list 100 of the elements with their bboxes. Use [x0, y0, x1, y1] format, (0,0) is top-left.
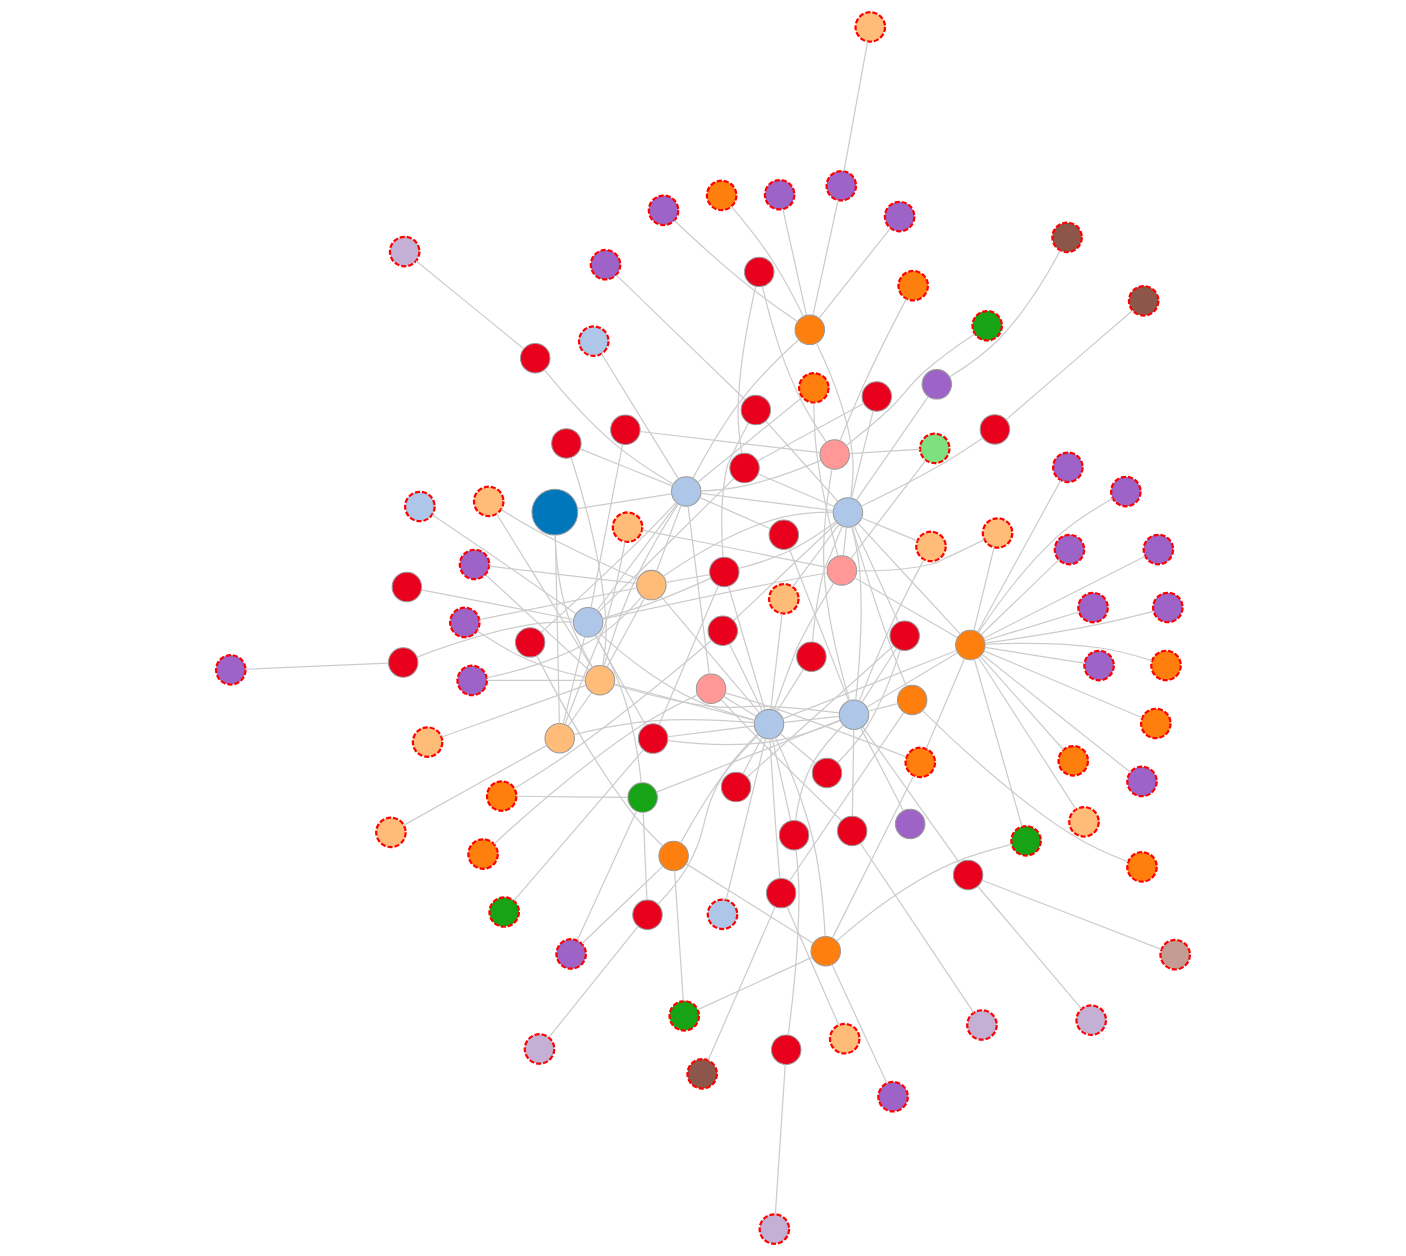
- node-circle: [1052, 451, 1084, 484]
- node-circle: [544, 723, 575, 754]
- connector: [720, 699, 843, 822]
- node-circle: [778, 819, 810, 851]
- connector: [843, 41, 869, 172]
- connector: [655, 719, 841, 793]
- node-circle: [627, 782, 658, 813]
- connector: [700, 459, 822, 492]
- connector: [848, 448, 921, 455]
- connector: [851, 526, 908, 687]
- connector: [590, 443, 624, 609]
- connector: [812, 199, 839, 316]
- node-circle: [1127, 285, 1160, 317]
- connector: [984, 610, 1154, 644]
- connector: [730, 206, 805, 318]
- connector: [416, 621, 574, 658]
- connector: [613, 683, 756, 721]
- connector: [742, 736, 763, 775]
- connector: [868, 703, 899, 712]
- connector: [845, 333, 976, 447]
- connector: [851, 526, 862, 701]
- connector: [979, 655, 1064, 751]
- connector: [697, 396, 803, 483]
- connector: [655, 504, 682, 572]
- node-circle: [1075, 1004, 1108, 1037]
- node-circle: [720, 771, 752, 803]
- connector: [788, 711, 905, 882]
- connector: [855, 396, 929, 501]
- connector: [770, 613, 783, 710]
- connector: [983, 555, 1146, 639]
- connector: [667, 720, 841, 746]
- node-circle: [832, 497, 864, 528]
- node-circle: [894, 808, 926, 840]
- node-circle: [387, 647, 419, 678]
- connector: [570, 456, 607, 667]
- node-circle: [668, 999, 701, 1032]
- connector: [776, 668, 805, 713]
- connector: [513, 639, 713, 790]
- connector: [674, 870, 684, 1002]
- connector: [594, 634, 647, 727]
- connector: [983, 611, 1080, 642]
- node-circle: [404, 490, 436, 523]
- node-circle: [796, 641, 827, 672]
- connector: [984, 646, 1085, 664]
- connector: [576, 810, 637, 941]
- connector: [485, 574, 590, 671]
- connector: [850, 410, 874, 499]
- connector: [403, 745, 548, 826]
- connector: [850, 459, 927, 560]
- connector: [513, 749, 645, 902]
- node-circle: [1142, 533, 1175, 566]
- connector: [495, 513, 593, 669]
- connector: [981, 879, 1162, 950]
- node-circle: [572, 607, 604, 638]
- connector: [581, 865, 664, 945]
- connector: [787, 849, 800, 1036]
- node-circle: [705, 179, 738, 212]
- node-circle: [485, 780, 518, 812]
- node-circle: [921, 369, 953, 400]
- node-circle: [971, 309, 1004, 342]
- connector: [478, 587, 638, 621]
- connector: [983, 650, 1143, 719]
- connector: [858, 559, 925, 702]
- connector: [831, 775, 915, 939]
- node-circle: [740, 394, 772, 426]
- node-circle: [763, 178, 796, 211]
- connector: [687, 505, 710, 675]
- node-circle: [1053, 533, 1086, 566]
- connector: [657, 733, 759, 905]
- connector: [977, 497, 1114, 633]
- connector: [639, 430, 821, 454]
- node-circle: [695, 673, 727, 704]
- node-circle: [861, 381, 892, 412]
- node-circle: [826, 555, 858, 586]
- connector: [786, 906, 840, 1026]
- node-circle: [1126, 851, 1158, 883]
- connector: [788, 547, 850, 702]
- node-circle: [767, 582, 800, 615]
- connector: [737, 285, 757, 454]
- connector: [415, 260, 525, 350]
- node-circle: [488, 896, 521, 928]
- connector: [837, 649, 901, 764]
- node-circle: [897, 269, 930, 302]
- node-circle: [729, 452, 760, 484]
- connector: [441, 684, 587, 738]
- node-circle: [915, 530, 947, 563]
- connector: [823, 468, 851, 702]
- connector: [601, 577, 712, 620]
- connector: [977, 657, 1077, 810]
- connector: [773, 582, 835, 711]
- connector: [866, 652, 959, 708]
- node-circle: [828, 1022, 861, 1055]
- node-circle: [610, 414, 641, 445]
- connector: [973, 658, 1023, 828]
- connector: [486, 596, 643, 679]
- node-circle: [1150, 649, 1182, 682]
- connector: [774, 1063, 786, 1215]
- node-circle: [467, 838, 499, 870]
- node-circle: [551, 428, 582, 459]
- connector: [949, 249, 1061, 378]
